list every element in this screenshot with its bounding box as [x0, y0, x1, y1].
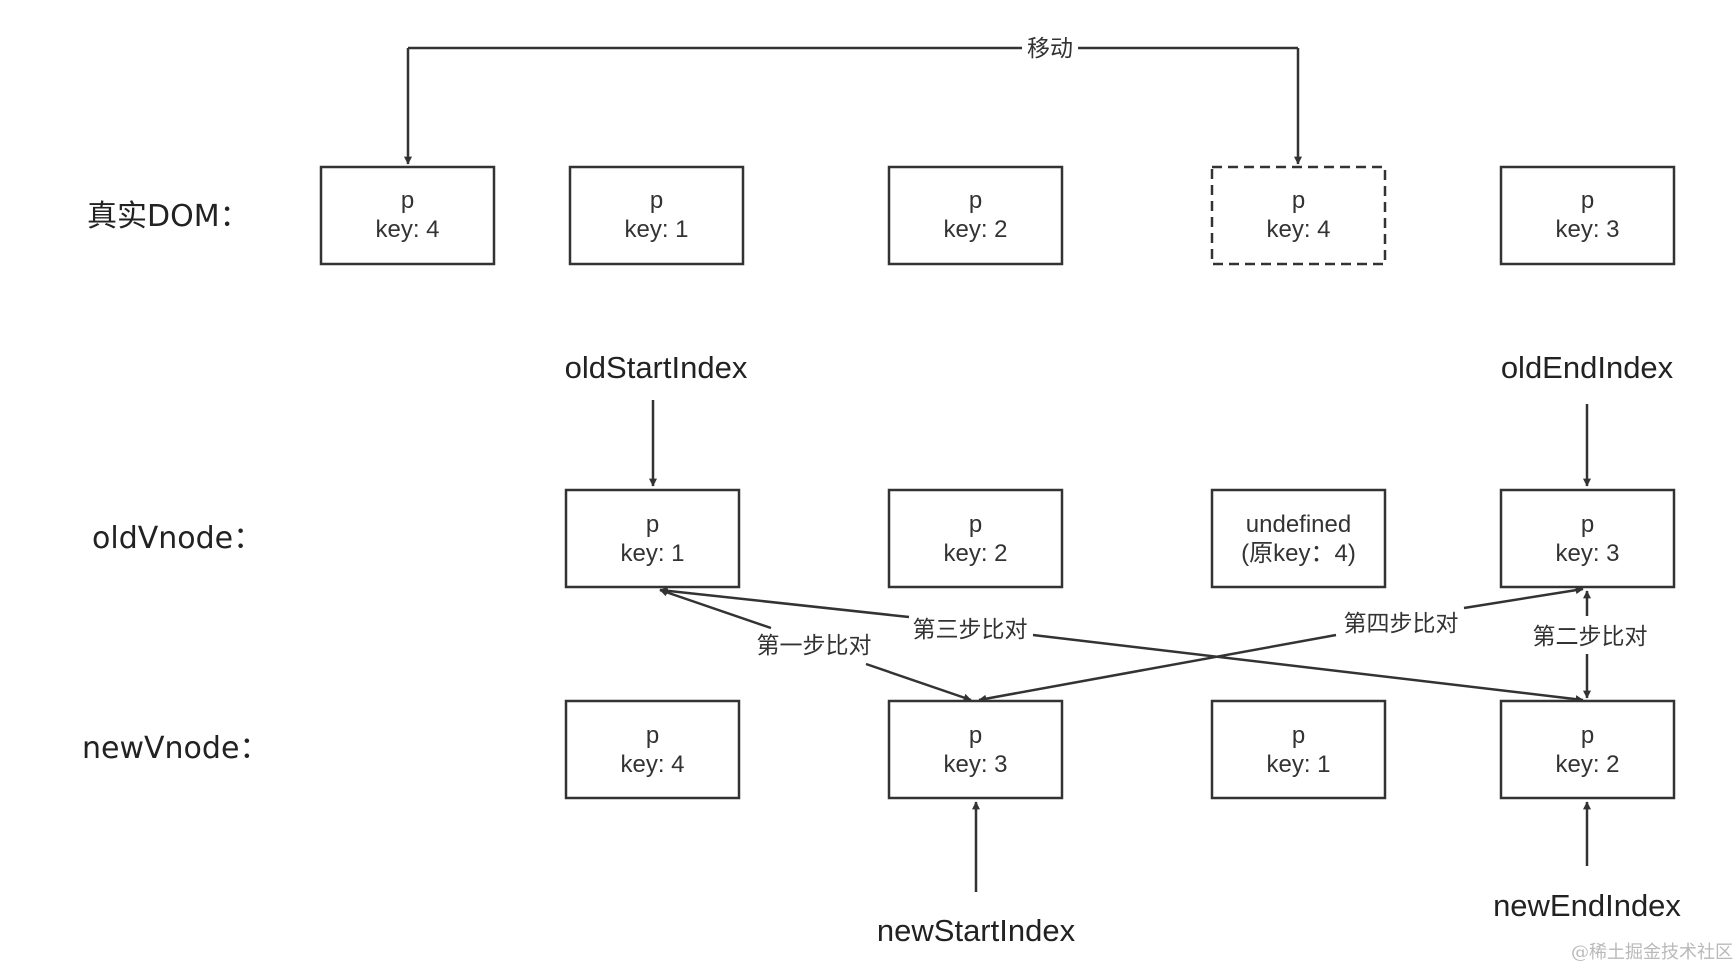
node-key: key: 3: [1555, 216, 1619, 243]
node-key: key: 2: [1555, 751, 1619, 778]
old-vnode-node-2: p key: 2: [887, 488, 1064, 589]
node-key: key: 3: [1555, 540, 1619, 567]
node-tag: p: [969, 187, 982, 214]
step2-edge: 第二步比对: [1533, 590, 1648, 699]
node-tag: p: [401, 187, 414, 214]
old-vnode-node-1: p key: 1: [564, 488, 741, 589]
real-dom-node-2: p key: 1: [568, 165, 745, 266]
old-vnode-row: p key: 1 p key: 2 undefined (原key：4) p k…: [564, 488, 1676, 589]
node-tag: p: [969, 511, 982, 538]
old-start-index-label: oldStartIndex: [565, 350, 748, 385]
node-tag: p: [1292, 187, 1305, 214]
row-label-old-vnode: oldVnode：: [92, 521, 263, 556]
new-vnode-node-3: p key: 1: [1210, 699, 1387, 800]
step4-label: 第四步比对: [1344, 611, 1459, 637]
node-key: key: 3: [943, 751, 1007, 778]
node-key: key: 4: [1266, 216, 1330, 243]
new-start-index-label: newStartIndex: [877, 913, 1076, 948]
step2-label: 第二步比对: [1533, 624, 1648, 650]
new-vnode-node-2: p key: 3: [887, 699, 1064, 800]
step1-label: 第一步比对: [757, 633, 872, 659]
move-connector: 移动: [404, 36, 1302, 165]
step3-label: 第三步比对: [913, 617, 1028, 643]
node-tag: p: [1292, 722, 1305, 749]
old-vnode-node-3-undefined: undefined (原key：4): [1210, 488, 1387, 589]
node-tag: p: [646, 722, 659, 749]
node-tag: p: [1581, 511, 1594, 538]
node-key: key: 2: [943, 216, 1007, 243]
row-label-new-vnode: newVnode：: [82, 731, 269, 766]
real-dom-node-1: p key: 4: [319, 165, 496, 266]
node-tag: p: [969, 722, 982, 749]
new-end-index-label: newEndIndex: [1493, 888, 1681, 923]
move-label: 移动: [1027, 36, 1073, 62]
node-key: key: 4: [375, 216, 439, 243]
new-vnode-node-1: p key: 4: [564, 699, 741, 800]
real-dom-node-3: p key: 2: [887, 165, 1064, 266]
node-tag: p: [646, 511, 659, 538]
node-key: key: 1: [1266, 751, 1330, 778]
real-dom-row: p key: 4 p key: 1 p key: 2 p key: 4 p ke…: [319, 165, 1676, 266]
step4-edge: 第四步比对: [978, 586, 1584, 703]
old-end-index-label: oldEndIndex: [1501, 350, 1674, 385]
new-vnode-row: p key: 4 p key: 3 p key: 1 p key: 2: [564, 699, 1676, 800]
node-tag: p: [1581, 722, 1594, 749]
new-vnode-node-4: p key: 2: [1499, 699, 1676, 800]
node-tag: p: [1581, 187, 1594, 214]
node-key: key: 4: [620, 751, 684, 778]
step3-edge: 第三步比对: [659, 586, 1584, 704]
step1-edge: 第一步比对: [659, 588, 972, 702]
real-dom-node-4-moved-origin: p key: 4: [1210, 165, 1387, 266]
row-label-real-dom: 真实DOM：: [87, 199, 250, 234]
node-tag: undefined: [1246, 511, 1351, 538]
node-key: key: 1: [620, 540, 684, 567]
node-key: key: 1: [624, 216, 688, 243]
watermark: @稀土掘金技术社区: [1571, 942, 1733, 963]
old-vnode-node-4: p key: 3: [1499, 488, 1676, 589]
node-tag: p: [650, 187, 663, 214]
node-key: (原key：4): [1241, 540, 1356, 567]
real-dom-node-5: p key: 3: [1499, 165, 1676, 266]
node-key: key: 2: [943, 540, 1007, 567]
